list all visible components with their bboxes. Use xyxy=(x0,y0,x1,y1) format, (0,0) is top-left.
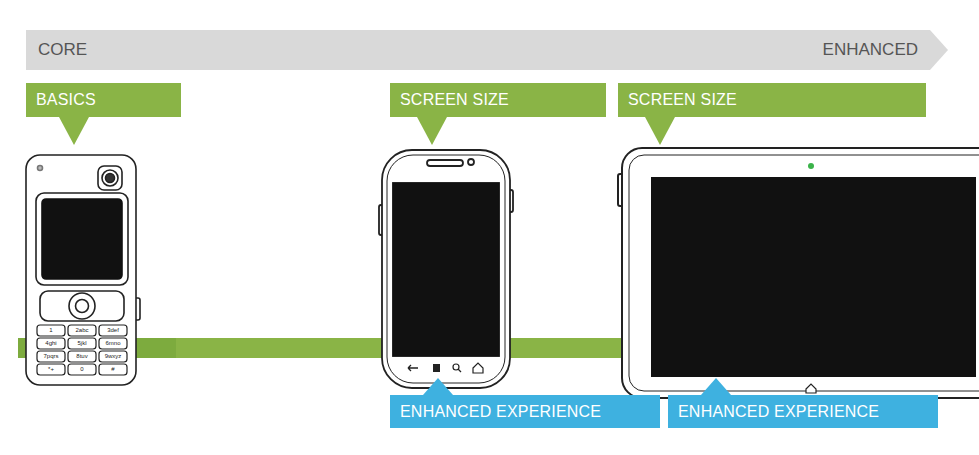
callout-text: BASICS xyxy=(36,91,96,109)
callout-pointer xyxy=(423,378,453,395)
keypad-key xyxy=(99,364,127,375)
key-label: *+ xyxy=(37,364,65,375)
key-label: 6mno xyxy=(99,338,127,349)
tablet xyxy=(618,148,979,398)
keypad-key xyxy=(68,364,96,375)
scale-label: CORE xyxy=(38,40,87,60)
callout-pointer xyxy=(645,117,675,145)
keypad-key xyxy=(68,351,96,362)
feature-phone xyxy=(26,155,140,385)
key-label: 9wxyz xyxy=(99,351,127,362)
feature-callout: SCREEN SIZE xyxy=(618,83,926,117)
smartphone xyxy=(379,150,513,388)
experience-callout: ENHANCED EXPERIENCE xyxy=(668,395,938,428)
key-label: # xyxy=(99,364,127,375)
keypad-key xyxy=(37,325,65,336)
keypad-key xyxy=(99,338,127,349)
feature-callout: BASICS xyxy=(26,83,181,117)
key-label: 1 xyxy=(37,325,65,336)
experience-callout: ENHANCED EXPERIENCE xyxy=(390,395,660,428)
keypad-key xyxy=(37,364,65,375)
key-label: 5jkl xyxy=(68,338,96,349)
progress-arrow: CORE ENHANCED xyxy=(26,30,948,70)
keypad-key xyxy=(37,338,65,349)
callout-pointer xyxy=(701,378,731,395)
keypad-key xyxy=(68,325,96,336)
key-label: 2abc xyxy=(68,325,96,336)
arrow-shape xyxy=(26,30,948,70)
key-label: 3def xyxy=(99,325,127,336)
callout-text: SCREEN SIZE xyxy=(400,91,509,109)
callout-text: ENHANCED EXPERIENCE xyxy=(678,403,879,421)
callout-text: SCREEN SIZE xyxy=(628,91,737,109)
keypad-key xyxy=(37,351,65,362)
callout-pointer xyxy=(417,117,447,145)
keypad-key xyxy=(99,325,127,336)
callout-pointer xyxy=(59,117,89,145)
keypad-key xyxy=(99,351,127,362)
keypad-key xyxy=(68,338,96,349)
key-label: 7pqrs xyxy=(37,351,65,362)
key-label: 4ghi xyxy=(37,338,65,349)
key-label: 8tuv xyxy=(68,351,96,362)
scale-label: ENHANCED xyxy=(823,40,918,60)
key-label: 0 xyxy=(68,364,96,375)
feature-callout: SCREEN SIZE xyxy=(390,83,606,117)
callout-text: ENHANCED EXPERIENCE xyxy=(400,403,601,421)
